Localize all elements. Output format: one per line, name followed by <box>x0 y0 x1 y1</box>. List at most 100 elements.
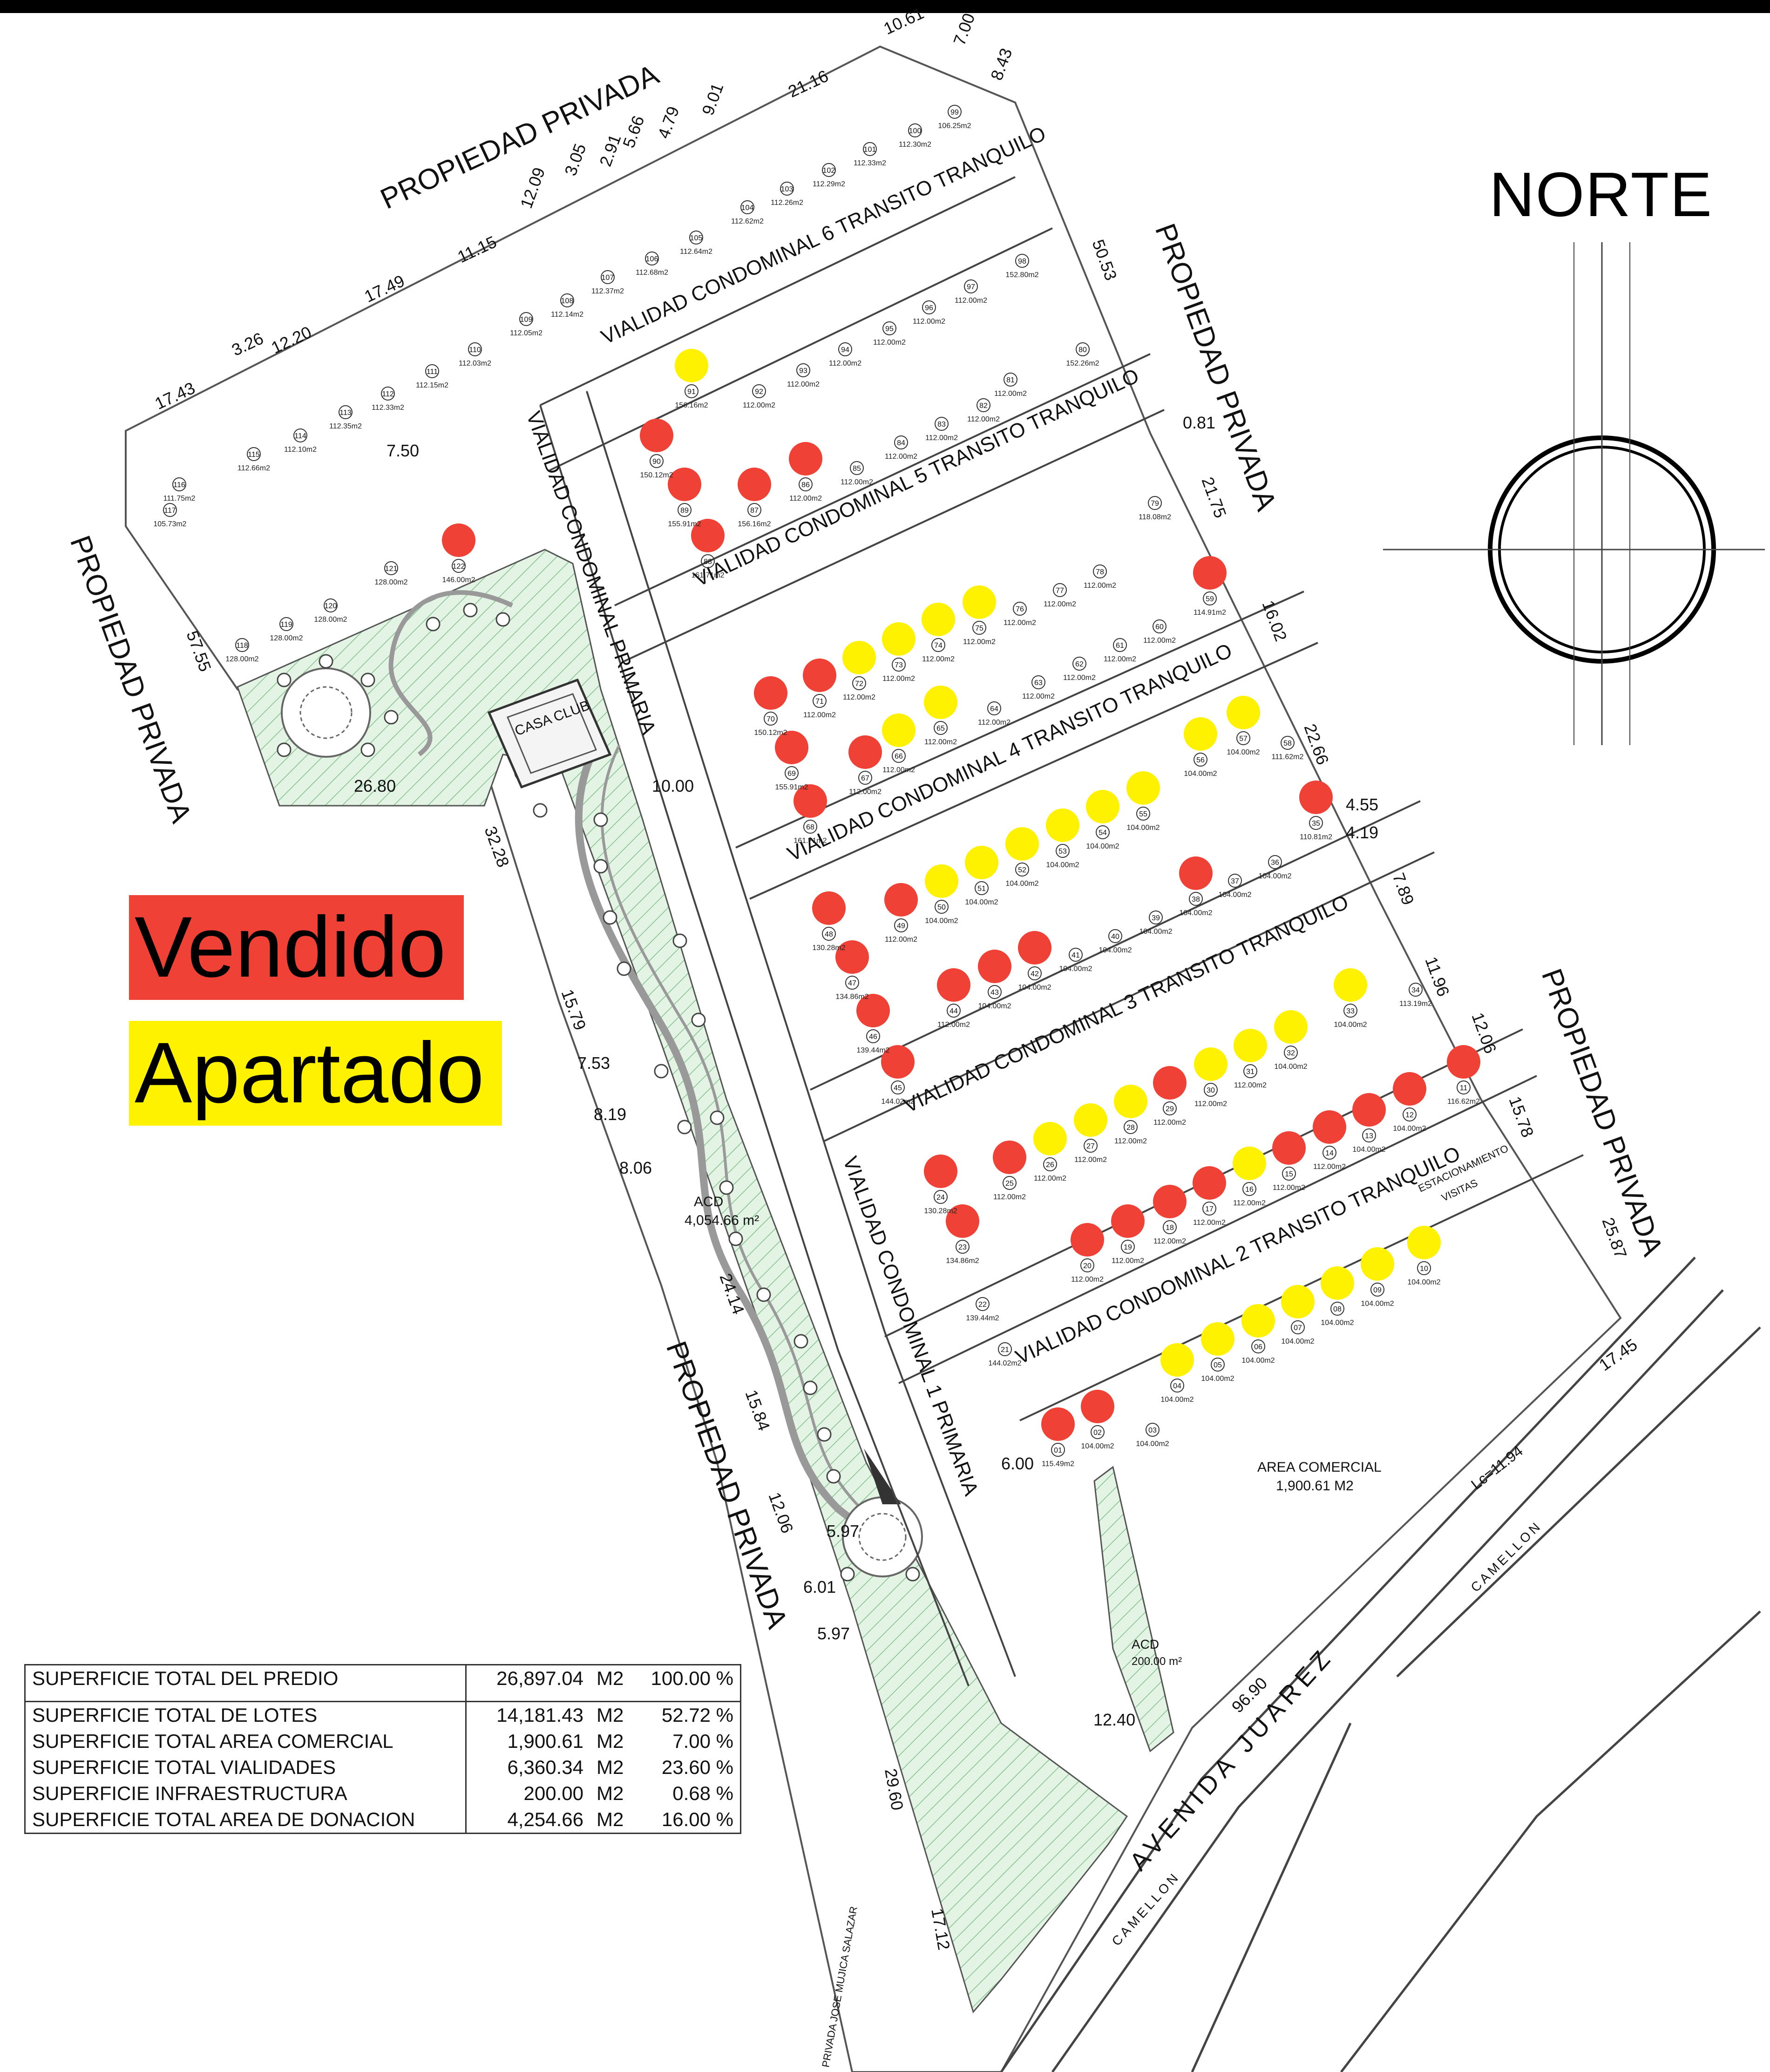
lot-37[interactable]: 37104.00m2 <box>1218 874 1252 899</box>
lot-24[interactable]: 24130.28m2 <box>924 1155 957 1215</box>
lot-45[interactable]: 45144.02m2 <box>881 1045 915 1106</box>
lot-32[interactable]: 32104.00m2 <box>1274 1010 1308 1071</box>
lot-12[interactable]: 12104.00m2 <box>1393 1072 1426 1133</box>
lot-55[interactable]: 55104.00m2 <box>1126 771 1160 832</box>
lot-95[interactable]: 95112.00m2 <box>873 321 906 346</box>
lot-71[interactable]: 71112.00m2 <box>803 659 836 719</box>
lot-62[interactable]: 62112.00m2 <box>1063 657 1096 682</box>
lot-99[interactable]: 99106.25m2 <box>938 105 971 130</box>
lot-63[interactable]: 63112.00m2 <box>1022 675 1055 700</box>
lot-56[interactable]: 56104.00m2 <box>1184 717 1217 778</box>
lot-105[interactable]: 105112.64m2 <box>680 231 712 256</box>
lot-74[interactable]: 74112.00m2 <box>922 603 955 663</box>
lot-66[interactable]: 66112.00m2 <box>882 713 916 774</box>
lot-01[interactable]: 01115.49m2 <box>1041 1407 1075 1468</box>
lot-81[interactable]: 81112.00m2 <box>994 373 1027 398</box>
lot-108[interactable]: 108112.14m2 <box>551 293 583 319</box>
lot-53[interactable]: 53104.00m2 <box>1046 808 1079 869</box>
lot-16[interactable]: 16112.00m2 <box>1233 1147 1266 1207</box>
lot-57[interactable]: 57104.00m2 <box>1227 696 1260 756</box>
lot-51[interactable]: 51104.00m2 <box>965 846 998 906</box>
lot-113[interactable]: 113112.35m2 <box>329 405 362 430</box>
lot-09[interactable]: 09104.00m2 <box>1361 1247 1394 1308</box>
lot-78[interactable]: 78112.00m2 <box>1084 564 1116 590</box>
lot-02[interactable]: 02104.00m2 <box>1081 1390 1114 1450</box>
lot-96[interactable]: 96112.00m2 <box>913 300 945 326</box>
lot-07[interactable]: 07104.00m2 <box>1281 1285 1315 1345</box>
lot-34[interactable]: 34113.19m2 <box>1399 983 1432 1008</box>
lot-115[interactable]: 115112.66m2 <box>237 447 270 472</box>
lot-58[interactable]: 58111.62m2 <box>1272 736 1304 761</box>
lot-93[interactable]: 93112.00m2 <box>787 363 820 388</box>
lot-102[interactable]: 102112.29m2 <box>813 163 845 188</box>
lot-13[interactable]: 13104.00m2 <box>1352 1093 1386 1154</box>
lot-110[interactable]: 110112.03m2 <box>459 342 491 367</box>
lot-38[interactable]: 38104.00m2 <box>1179 856 1213 917</box>
lot-67[interactable]: 67112.00m2 <box>848 735 882 796</box>
lot-97[interactable]: 97112.00m2 <box>955 279 987 305</box>
lot-75[interactable]: 75112.00m2 <box>963 585 996 646</box>
lot-68[interactable]: 68161.71m2 <box>793 784 827 845</box>
lot-10[interactable]: 10104.00m2 <box>1407 1226 1441 1286</box>
lot-65[interactable]: 65112.00m2 <box>924 686 957 746</box>
lot-92[interactable]: 92112.00m2 <box>743 384 775 409</box>
lot-112[interactable]: 112112.33m2 <box>372 387 404 412</box>
lot-116[interactable]: 116111.75m2 <box>163 477 196 503</box>
lot-40[interactable]: 40104.00m2 <box>1099 929 1132 954</box>
lot-84[interactable]: 84112.00m2 <box>885 435 917 461</box>
lot-120[interactable]: 120128.00m2 <box>314 598 347 624</box>
lot-22[interactable]: 22139.44m2 <box>966 1297 999 1322</box>
lot-100[interactable]: 100112.30m2 <box>899 123 931 149</box>
lot-33[interactable]: 33104.00m2 <box>1334 968 1367 1029</box>
lot-76[interactable]: 76112.00m2 <box>1004 602 1036 627</box>
lot-109[interactable]: 109112.05m2 <box>510 312 543 337</box>
lot-25[interactable]: 25112.00m2 <box>993 1141 1026 1201</box>
lot-90[interactable]: 90150.12m2 <box>640 419 673 479</box>
lot-43[interactable]: 43104.00m2 <box>978 950 1011 1010</box>
lot-121[interactable]: 121128.00m2 <box>374 561 408 586</box>
lot-29[interactable]: 29112.00m2 <box>1153 1066 1187 1127</box>
lot-60[interactable]: 60112.00m2 <box>1143 619 1176 645</box>
lot-06[interactable]: 06104.00m2 <box>1241 1304 1275 1365</box>
lot-80[interactable]: 80152.26m2 <box>1066 342 1099 367</box>
lot-46[interactable]: 46139.44m2 <box>856 994 890 1054</box>
lot-107[interactable]: 107112.37m2 <box>591 270 624 295</box>
lot-41[interactable]: 41104.00m2 <box>1059 948 1092 973</box>
lot-79[interactable]: 79118.08m2 <box>1139 496 1171 521</box>
lot-106[interactable]: 106112.68m2 <box>636 251 668 277</box>
lot-50[interactable]: 50104.00m2 <box>925 864 958 925</box>
lot-52[interactable]: 52104.00m2 <box>1005 827 1039 888</box>
lot-15[interactable]: 15112.00m2 <box>1272 1131 1306 1192</box>
lot-73[interactable]: 73112.00m2 <box>882 622 916 683</box>
lot-20[interactable]: 20112.00m2 <box>1071 1223 1104 1284</box>
lot-64[interactable]: 64112.00m2 <box>978 701 1010 727</box>
lot-04[interactable]: 04104.00m2 <box>1160 1343 1194 1404</box>
lot-122[interactable]: 122146.00m2 <box>442 523 475 584</box>
lot-36[interactable]: 36104.00m2 <box>1258 855 1292 880</box>
lot-119[interactable]: 119128.00m2 <box>270 617 303 642</box>
lot-77[interactable]: 77112.00m2 <box>1044 583 1076 608</box>
lot-117[interactable]: 117105.73m2 <box>153 503 187 528</box>
lot-19[interactable]: 19112.00m2 <box>1111 1204 1145 1265</box>
lot-101[interactable]: 101112.33m2 <box>854 142 886 167</box>
lot-98[interactable]: 98152.80m2 <box>1005 254 1039 279</box>
lot-70[interactable]: 70150.12m2 <box>754 676 787 737</box>
lot-35[interactable]: 35110.81m2 <box>1299 781 1333 841</box>
lot-23[interactable]: 23134.86m2 <box>946 1204 979 1265</box>
lot-61[interactable]: 61112.00m2 <box>1104 638 1136 663</box>
lot-87[interactable]: 87156.16m2 <box>738 468 771 528</box>
lot-47[interactable]: 47134.86m2 <box>835 940 869 1001</box>
lot-42[interactable]: 42104.00m2 <box>1018 931 1051 992</box>
lot-82[interactable]: 82112.00m2 <box>967 398 1000 423</box>
lot-85[interactable]: 85112.00m2 <box>841 461 873 486</box>
lot-26[interactable]: 26112.00m2 <box>1033 1122 1067 1182</box>
lot-94[interactable]: 94112.00m2 <box>829 342 861 367</box>
lot-69[interactable]: 69155.91m2 <box>775 731 808 791</box>
lot-11[interactable]: 11116.62m2 <box>1447 1045 1480 1106</box>
lot-17[interactable]: 17112.00m2 <box>1193 1166 1226 1227</box>
lot-54[interactable]: 54104.00m2 <box>1086 790 1119 850</box>
lot-39[interactable]: 39104.00m2 <box>1139 910 1173 936</box>
lot-30[interactable]: 30112.00m2 <box>1194 1047 1227 1108</box>
lot-86[interactable]: 86112.00m2 <box>789 442 822 503</box>
lot-18[interactable]: 18112.00m2 <box>1153 1185 1187 1245</box>
